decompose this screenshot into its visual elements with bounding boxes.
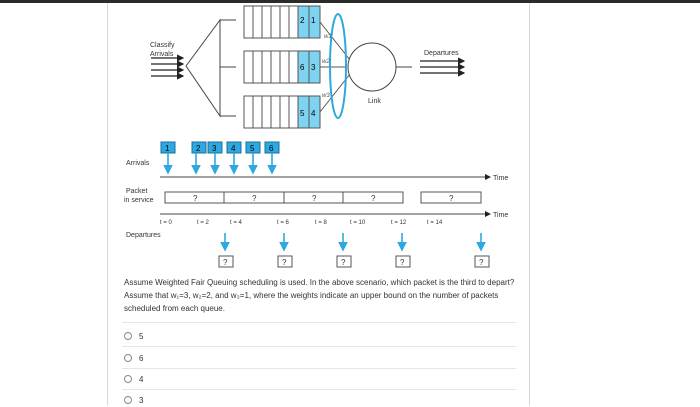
svg-text:t = 10: t = 10 [350, 220, 366, 226]
svg-text:?: ? [252, 194, 257, 203]
arrivals-label: Arrivals [126, 160, 150, 167]
time-label-top: Time [493, 175, 508, 182]
departure-box-3 [336, 255, 352, 268]
service-slot-4 [342, 191, 404, 204]
queue-2: 6 3 [243, 50, 321, 84]
packet-label: Packet [126, 188, 147, 195]
service-slots [164, 191, 482, 204]
svg-text:4: 4 [231, 144, 236, 153]
svg-text:?: ? [193, 194, 198, 203]
option-divider [122, 346, 516, 347]
option-3[interactable]: 4 [124, 372, 143, 386]
input-arrows [151, 54, 185, 80]
svg-text:?: ? [449, 194, 454, 203]
option-divider [122, 389, 516, 390]
svg-text:6: 6 [269, 144, 274, 153]
svg-text:t = 2: t = 2 [197, 220, 210, 226]
output-arrows [420, 57, 466, 77]
wfq-diagram: Classify Arrivals 2 1 6 3 [124, 5, 508, 268]
in-service-label: in service [124, 197, 154, 204]
svg-text:3: 3 [212, 144, 217, 153]
departures-label: Departures [424, 50, 459, 57]
svg-text:t = 14: t = 14 [427, 220, 443, 226]
radio-button[interactable] [124, 396, 132, 404]
option-1[interactable]: 5 [124, 329, 143, 343]
queue-2-packet-b-label: 3 [311, 63, 316, 72]
departure-box-4 [395, 255, 411, 268]
departure-box-5 [474, 255, 490, 268]
scheduler-ellipse [329, 13, 347, 119]
weight-w3: w3 [322, 93, 330, 99]
departure-box-1 [218, 255, 234, 268]
service-slot-5 [420, 191, 482, 204]
svg-text:t = 4: t = 4 [230, 220, 243, 226]
classify-arrivals-label: Arrivals [150, 51, 174, 58]
radio-button[interactable] [124, 354, 132, 362]
content-right-border [529, 3, 530, 406]
svg-text:t = 12: t = 12 [391, 220, 407, 226]
queue-3-packet-b-label: 4 [311, 109, 316, 118]
queue-1: 2 1 [243, 5, 321, 39]
svg-text:1: 1 [165, 144, 170, 153]
queue-1-packet-b-label: 1 [311, 16, 316, 25]
queue-1-packet-a-label: 2 [300, 16, 305, 25]
option-label: 5 [139, 331, 144, 341]
departures-row-label: Departures [126, 232, 161, 239]
radio-button[interactable] [124, 375, 132, 383]
weight-w1: w1 [324, 34, 332, 40]
svg-text:t = 6: t = 6 [277, 220, 290, 226]
queue-3-packet-a-label: 5 [300, 109, 305, 118]
option-label: 6 [139, 353, 144, 363]
svg-text:?: ? [479, 258, 484, 267]
queue-2-packet-a-label: 6 [300, 63, 305, 72]
svg-text:?: ? [400, 258, 405, 267]
svg-text:?: ? [341, 258, 346, 267]
departure-boxes [218, 255, 490, 268]
option-2[interactable]: 6 [124, 351, 143, 365]
time-ticks: t = 0 t = 2 t = 4 t = 6 t = 8 t = 10 t =… [160, 220, 443, 226]
link-label: Link [368, 98, 381, 105]
radio-button[interactable] [124, 332, 132, 340]
svg-text:?: ? [223, 258, 228, 267]
departure-arrows [220, 233, 486, 252]
option-4[interactable]: 3 [124, 393, 143, 407]
svg-text:?: ? [371, 194, 376, 203]
option-divider [122, 368, 516, 369]
svg-text:2: 2 [196, 144, 201, 153]
svg-text:?: ? [282, 258, 287, 267]
link-circle [347, 42, 397, 92]
top-bar [0, 0, 700, 3]
arrival-packet-2 [191, 141, 207, 154]
svg-text:t = 0: t = 0 [160, 220, 173, 226]
content-left-border [107, 3, 108, 406]
arrival-packets: 1 2 3 4 5 6 [160, 141, 280, 154]
svg-text:5: 5 [250, 144, 255, 153]
svg-text:t = 8: t = 8 [315, 220, 328, 226]
option-label: 3 [139, 395, 144, 405]
departure-box-2 [277, 255, 293, 268]
classifier-shape [185, 18, 221, 118]
arrival-arrows [163, 153, 277, 175]
svg-text:?: ? [312, 194, 317, 203]
classify-label: Classify [150, 42, 175, 49]
option-divider [122, 322, 516, 323]
queue-3: 5 4 [243, 95, 321, 129]
question-text: Assume Weighted Fair Queuing scheduling … [124, 278, 515, 313]
time-label-bottom: Time [493, 212, 508, 219]
weight-w2: w2 [322, 59, 330, 65]
option-label: 4 [139, 374, 144, 384]
